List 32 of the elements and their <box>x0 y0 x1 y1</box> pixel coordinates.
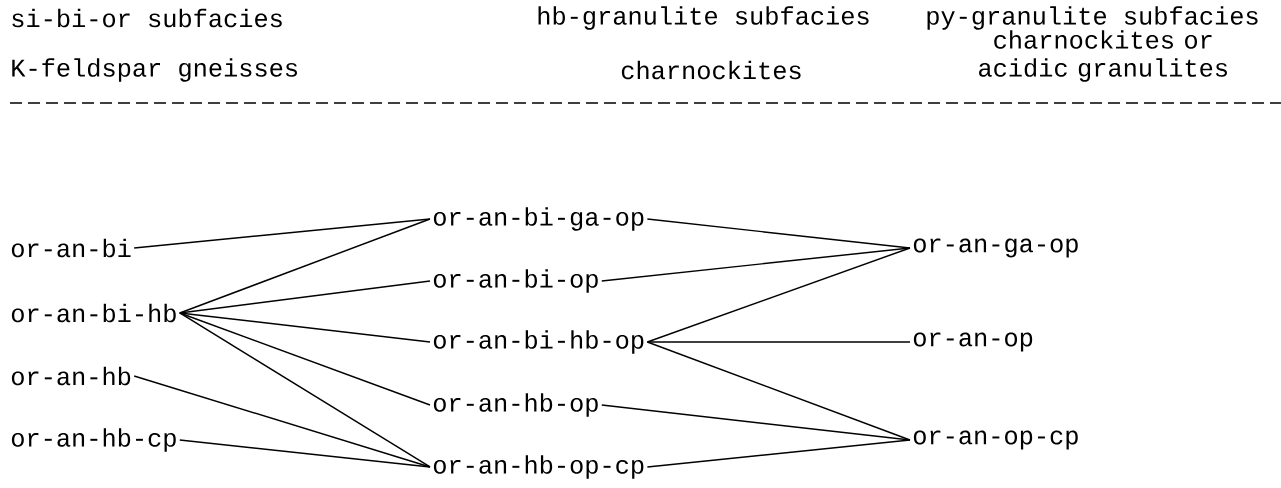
column-heading: si-bi-or subfacies <box>12 8 282 28</box>
connecting-line <box>133 218 431 249</box>
assemblage-label: or-an-hb-cp <box>11 428 176 452</box>
assemblage-label: or-an-hb-op-cp <box>433 455 644 479</box>
column-heading: hb-granulite subfacies <box>538 6 869 30</box>
connecting-line <box>133 375 431 468</box>
connecting-line <box>646 341 911 441</box>
connecting-line <box>179 439 431 468</box>
connecting-line <box>179 312 431 406</box>
connecting-line <box>179 280 431 314</box>
assemblage-label: or-an-bi-op <box>433 269 598 293</box>
assemblage-label: or-an-hb <box>11 366 131 386</box>
assemblage-label: or-an-op-cp <box>913 430 1078 450</box>
connecting-line <box>179 312 431 468</box>
connecting-line <box>646 247 911 343</box>
connecting-line <box>646 218 911 249</box>
column-heading: py-granulite subfacies <box>927 6 1258 30</box>
assemblage-label: or-an-op <box>913 332 1033 352</box>
assemblage-label: or-an-ga-op <box>913 238 1078 258</box>
assemblage-label: or-an-bi-hb <box>11 303 176 323</box>
column-heading: K-feldspar gneisses <box>12 58 297 82</box>
assemblage-label: or-an-bi <box>11 238 131 258</box>
column-heading: charnockites <box>621 60 801 80</box>
connecting-line <box>646 439 911 468</box>
connecting-line <box>601 247 911 282</box>
connecting-line <box>179 218 431 314</box>
column-heading: charnockites or acidic granulites <box>979 30 1227 82</box>
connecting-line <box>646 341 911 343</box>
assemblage-label: or-an-hb-op <box>433 393 598 417</box>
assemblage-label: or-an-bi-ga-op <box>433 207 644 231</box>
connecting-line <box>179 312 431 343</box>
assemblage-label: or-an-bi-hb-op <box>433 330 644 354</box>
